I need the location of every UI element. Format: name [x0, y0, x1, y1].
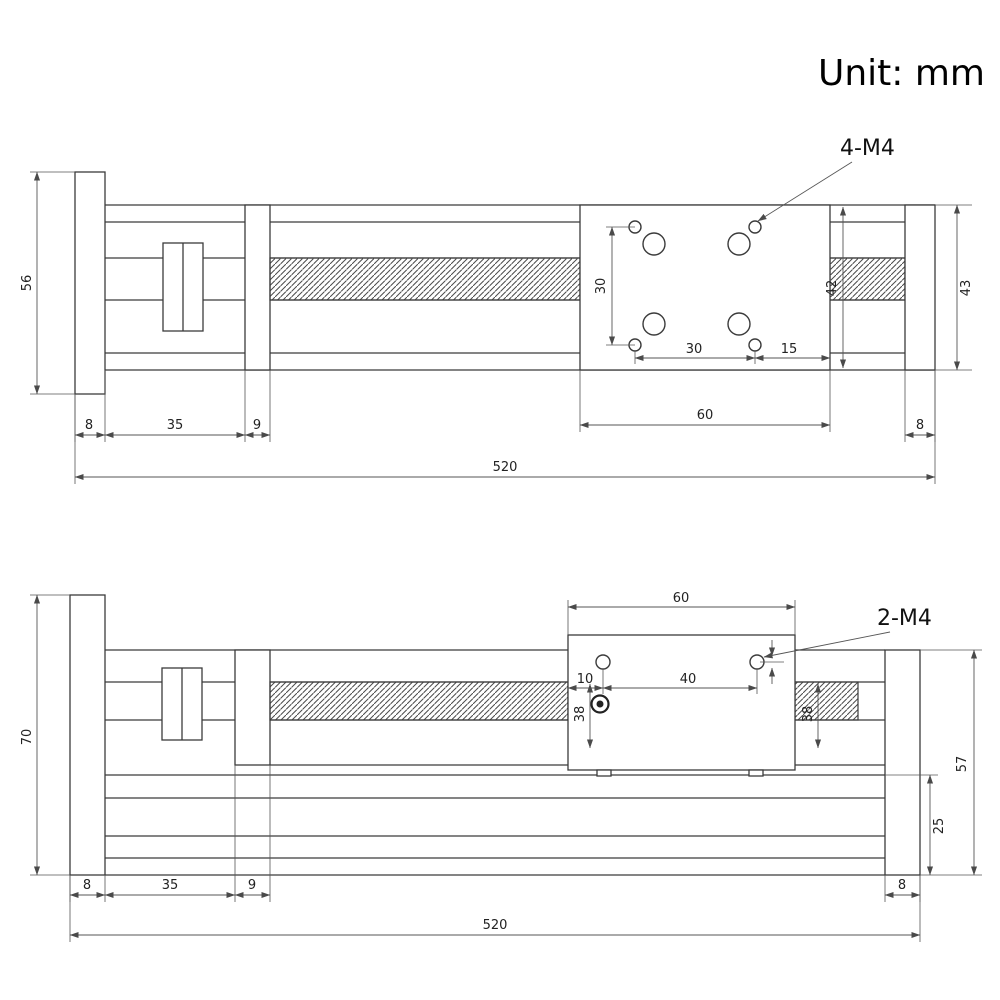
- side-lead-screw-right: [794, 681, 859, 721]
- carriage-foot: [748, 769, 764, 777]
- dim-screw-height-left: 38: [573, 706, 588, 723]
- ext-lines: [74, 370, 936, 484]
- carriage-foot: [596, 769, 612, 777]
- m4-tapped-hole: [748, 220, 762, 234]
- dim-overall-length: 520: [483, 918, 508, 933]
- top-carriage-holes: [628, 220, 762, 352]
- top-callout-leader: [757, 161, 853, 222]
- dim-motor-section: 35: [162, 878, 179, 893]
- top-bearing-block: [244, 204, 271, 371]
- dim-right-end-height: 57: [955, 756, 970, 773]
- dim-hole-pitch-vertical: 30: [594, 278, 609, 295]
- through-hole: [727, 232, 751, 256]
- through-hole: [727, 312, 751, 336]
- ext-lines: [920, 649, 982, 876]
- dim-bearing-block: 9: [248, 878, 256, 893]
- dim-hole-edge-offset: 15: [781, 342, 798, 357]
- dim-hole-pitch-horizontal: 30: [686, 342, 703, 357]
- through-hole: [642, 312, 666, 336]
- top-lead-screw-right: [829, 257, 906, 301]
- side-left-end-plate: [69, 594, 106, 876]
- dim-motor-section: 35: [167, 418, 184, 433]
- m4-tapped-hole: [595, 654, 611, 670]
- unit-label: Unit: mm: [818, 53, 985, 94]
- side-callout-leader: [763, 631, 891, 659]
- ext-lines: [579, 370, 831, 432]
- dim-left-cap: 8: [85, 418, 93, 433]
- side-bearing-block: [234, 649, 271, 766]
- dim-right-cap: 8: [898, 878, 906, 893]
- side-thread-callout: 2-M4: [877, 606, 932, 631]
- top-view-body-rails: [105, 204, 935, 371]
- side-right-end-plate: [884, 649, 921, 876]
- top-right-end-plate: [904, 204, 936, 371]
- dim-overall-length: 520: [493, 460, 518, 475]
- dim-screw-height-right: 38: [801, 706, 816, 723]
- ext-lines: [69, 765, 921, 902]
- dim-base-height: 25: [932, 818, 947, 835]
- dim-end-plate-width: 56: [20, 275, 35, 292]
- ext-lines: [69, 875, 921, 942]
- dim-table-width: 42: [825, 280, 840, 297]
- side-view: 2-M4 60 10 40 38 38 70 57 25: [20, 591, 982, 942]
- ext-lines: [30, 594, 70, 876]
- dim-bearing-block: 9: [253, 418, 261, 433]
- ext-lines: [935, 204, 972, 371]
- ext-lines: [74, 370, 936, 442]
- dim-body-width: 43: [959, 280, 974, 297]
- grease-port-inner: [596, 700, 604, 708]
- dim-right-cap: 8: [916, 418, 924, 433]
- dim-hole-edge-offset: 10: [577, 672, 594, 687]
- m4-tapped-hole: [748, 338, 762, 352]
- dim-table-length: 60: [673, 591, 690, 606]
- top-carriage-plate: [579, 204, 831, 371]
- dim-end-plate-height: 70: [20, 729, 35, 746]
- dim-hole-pitch: 40: [680, 672, 697, 687]
- top-view: 4-M4 56 43 42 30 30 15 60 8 35 9: [20, 136, 974, 484]
- side-lead-screw-left: [269, 681, 569, 721]
- top-thread-callout: 4-M4: [840, 136, 895, 161]
- dim-left-cap: 8: [83, 878, 91, 893]
- dim-table-length: 60: [697, 408, 714, 423]
- top-left-end-plate: [74, 171, 106, 395]
- top-lead-screw-left: [269, 257, 581, 301]
- through-hole: [642, 232, 666, 256]
